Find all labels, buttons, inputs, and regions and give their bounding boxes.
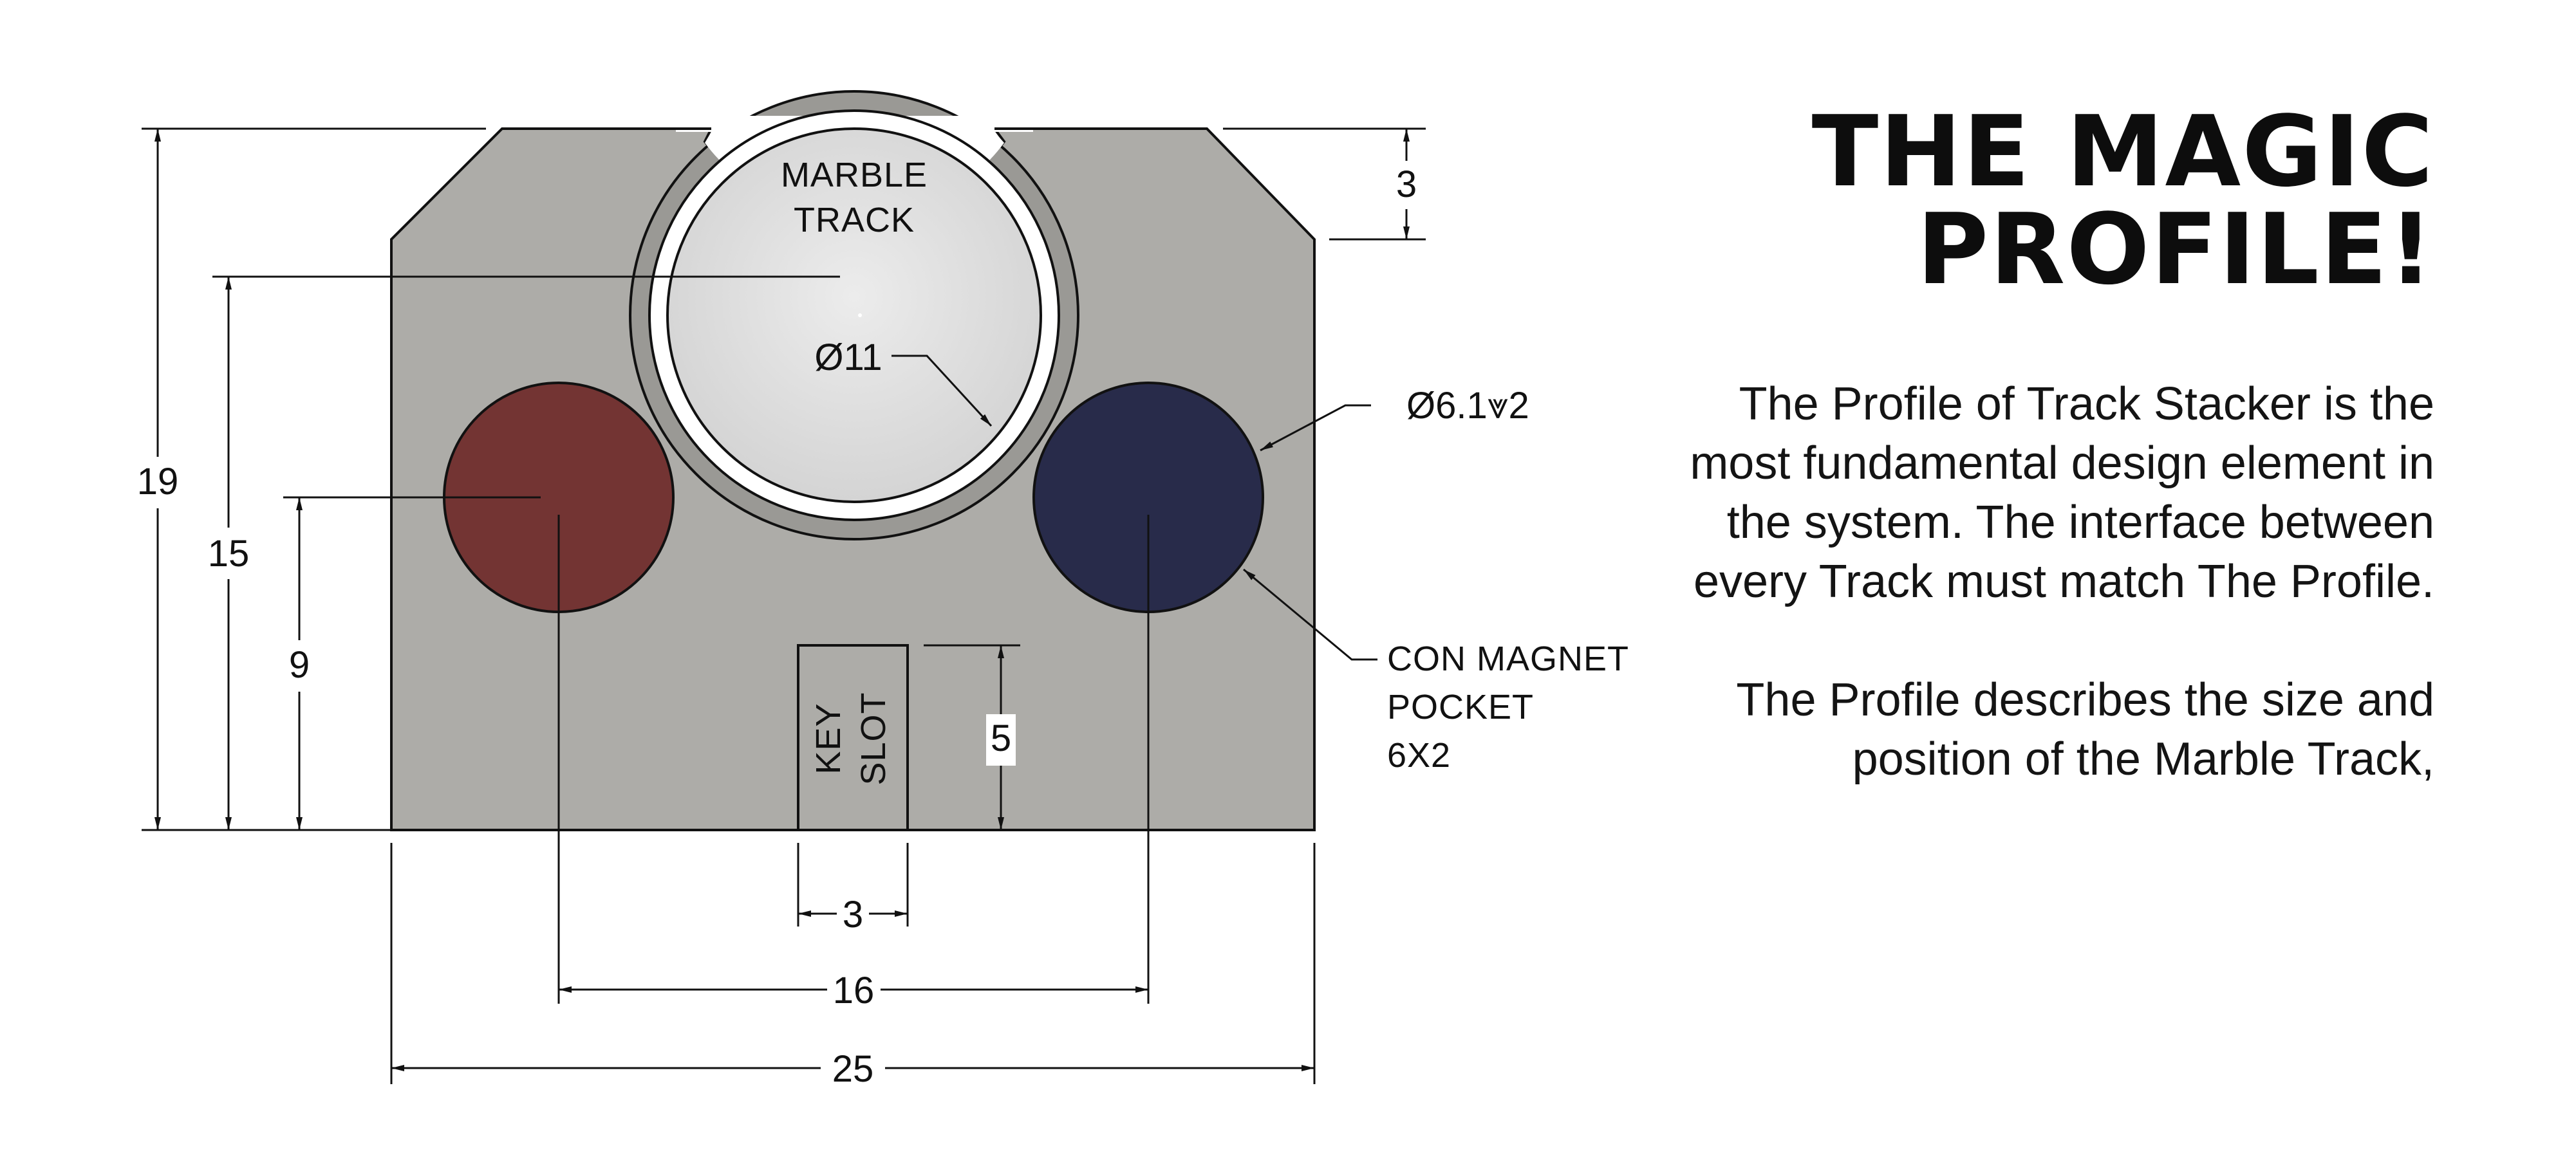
key-slot-label-line2: SLOT bbox=[854, 692, 893, 785]
dim-text-16: 16 bbox=[833, 970, 875, 1011]
description-panel: THE MAGIC PROFILE! The Profile of Track … bbox=[1630, 103, 2434, 789]
dim-text-15: 15 bbox=[208, 533, 250, 575]
dim-text-19: 19 bbox=[137, 461, 179, 503]
key-slot-label-line1: KEY bbox=[809, 703, 848, 774]
profile-drawing: MARBLE TRACK Ø11 Ø6.1⩔2 CON MAGNET POCKE… bbox=[137, 90, 1629, 1090]
marble-track-label-line1: MARBLE bbox=[781, 156, 928, 194]
leader-pocket-diameter bbox=[1260, 404, 1371, 452]
page-title: THE MAGIC PROFILE! bbox=[1811, 95, 2434, 306]
magnet-label-line2: POCKET bbox=[1387, 688, 1534, 726]
dim-text-9: 9 bbox=[289, 644, 310, 686]
dim-text-track-diameter: Ø11 bbox=[814, 337, 882, 378]
marble-track-label-line2: TRACK bbox=[794, 201, 915, 239]
marble-track bbox=[666, 127, 1042, 503]
dim-text-pocket-diameter: Ø6.1⩔2 bbox=[1406, 385, 1529, 427]
description-paragraph: The Profile of Track Stacker is the most… bbox=[1690, 378, 2434, 607]
leader-track-diameter bbox=[891, 355, 993, 427]
description-paragraph: The Profile describes the size and posit… bbox=[1736, 674, 2434, 785]
dim-text-chamfer: 3 bbox=[1396, 163, 1417, 205]
magnet-label-line3: 6X2 bbox=[1387, 736, 1451, 775]
magnet-label-line1: CON MAGNET bbox=[1387, 640, 1629, 678]
dim-text-3: 3 bbox=[843, 894, 863, 936]
dim-text-25: 25 bbox=[832, 1048, 874, 1090]
leader-magnet-pocket bbox=[1243, 568, 1377, 661]
key-slot bbox=[797, 644, 909, 831]
dim-text-5: 5 bbox=[991, 717, 1011, 759]
